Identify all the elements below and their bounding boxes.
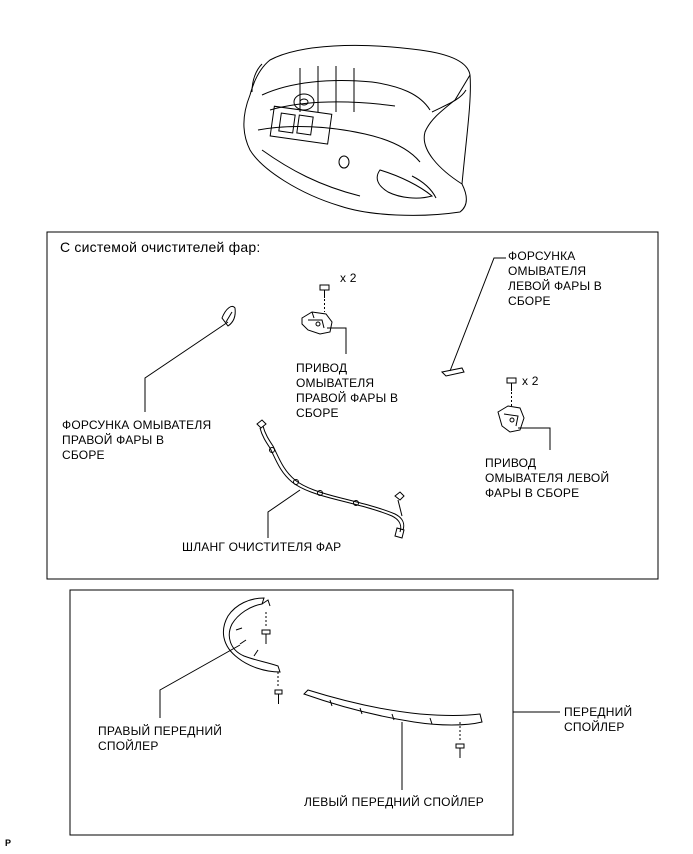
label-right-headlamp-nozzle: ФОРСУНКА ОМЫВАТЕЛЯ ПРАВОЙ ФАРЫ В СБОРЕ (62, 418, 212, 462)
bolt-part (261, 629, 271, 644)
right-front-spoiler-part (222, 597, 281, 673)
panel-title: С системой очистителей фар: (60, 239, 261, 255)
bolt-part (274, 689, 283, 704)
leader-line (159, 644, 241, 718)
leader-line (449, 257, 506, 372)
corner-mark: P (5, 838, 12, 848)
top-panel-frame (46, 231, 659, 580)
label-left-front-spoiler: ЛЕВЫЙ ПЕРЕДНИЙ СПОЙЛЕР (304, 795, 485, 809)
label-left-headlamp-actuator: ПРИВОД ОМЫВАТЕЛЯ ЛЕВОЙ ФАРЫ В СБОРЕ (485, 456, 610, 500)
bolt-part (455, 743, 465, 758)
label-front-spoiler: ПЕРЕДНИЙ СПОЙЛЕР (564, 705, 633, 734)
right-headlamp-nozzle-part (221, 305, 236, 327)
headlamp-cleaner-hose-part (256, 419, 405, 539)
label-right-headlamp-actuator: ПРИВОД ОМЫВАТЕЛЯ ПРАВОЙ ФАРЫ В СБОРЕ (296, 361, 399, 420)
label-right-front-spoiler: ПРАВЫЙ ПЕРЕДНИЙ СПОЙЛЕР (98, 724, 223, 753)
label-headlamp-cleaner-hose: ШЛАНГ ОЧИСТИТЕЛЯ ФАР (182, 540, 342, 554)
front-bumper-illustration (243, 44, 471, 216)
leader-line (327, 327, 347, 354)
label-left-headlamp-nozzle: ФОРСУНКА ОМЫВАТЕЛЯ ЛЕВОЙ ФАРЫ В СБОРЕ (508, 249, 603, 308)
qty-label: x 2 (340, 271, 357, 285)
left-front-spoiler-part (303, 689, 483, 726)
left-headlamp-actuator-part (497, 405, 525, 433)
bolt-part (319, 284, 330, 298)
qty-label: x 2 (522, 374, 539, 388)
bolt-part (506, 377, 517, 391)
leader-line (144, 321, 229, 412)
left-headlamp-nozzle-part (440, 367, 465, 377)
right-headlamp-actuator-part (301, 311, 333, 335)
leader-line (518, 427, 551, 450)
leader-line (267, 489, 301, 538)
